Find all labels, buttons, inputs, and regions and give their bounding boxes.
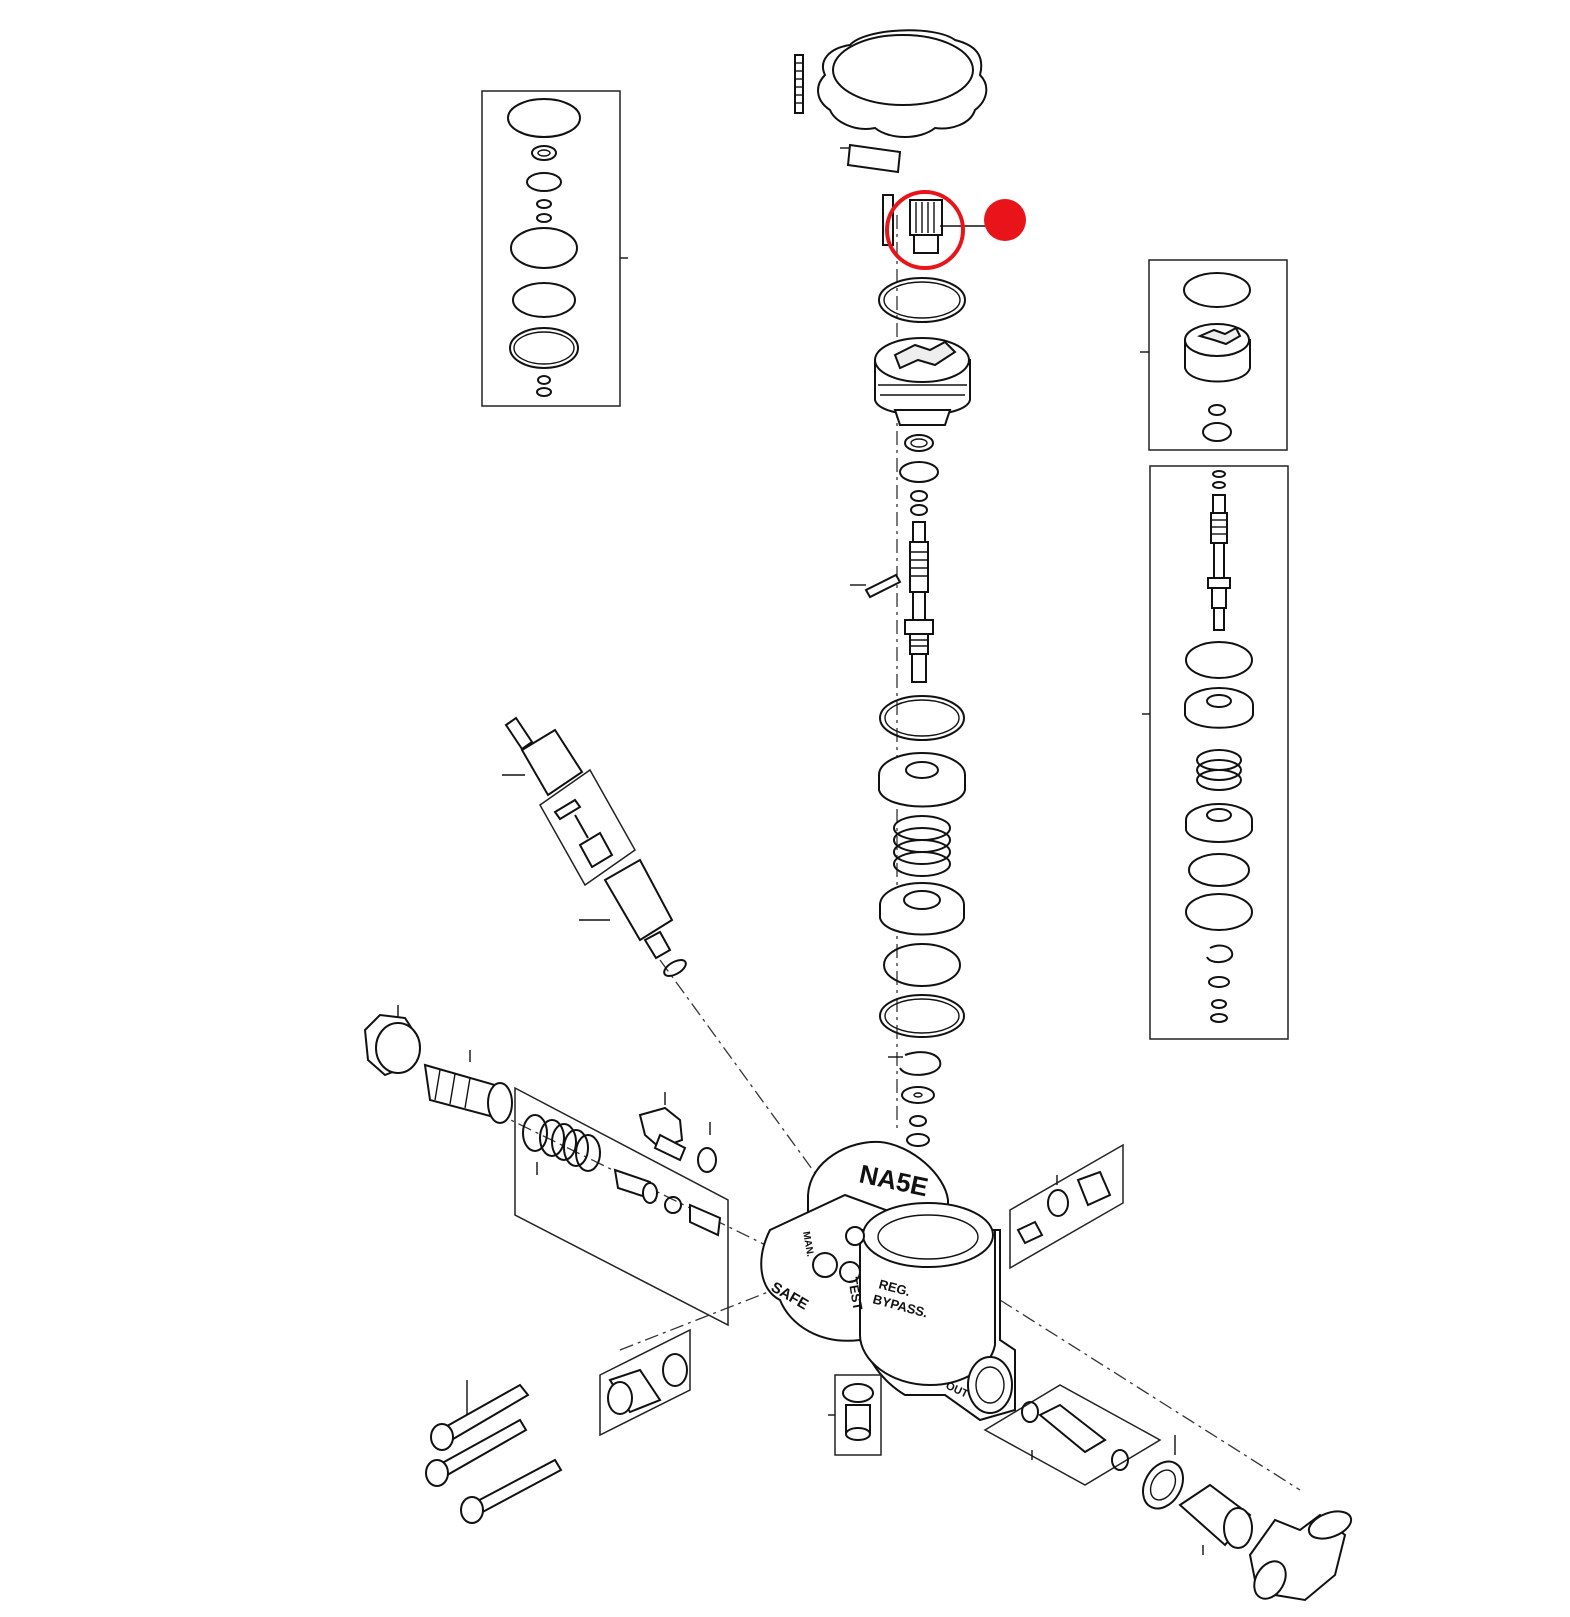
body-man-label: MAN. (800, 1231, 815, 1258)
large-oring-1[interactable] (878, 277, 966, 323)
bypass-kit-box-left (514, 1086, 729, 1327)
cap-knob[interactable] (817, 29, 988, 138)
highlight-dot[interactable] (984, 199, 1026, 241)
highlight-circle (885, 190, 965, 270)
adjuster-spindle[interactable] (909, 199, 985, 254)
injector-assembly[interactable] (502, 716, 688, 979)
body-test-label: TEST (845, 1276, 866, 1311)
plug-kit-box (599, 1328, 691, 1437)
key-block[interactable] (840, 143, 902, 174)
threaded-stud[interactable] (794, 54, 804, 114)
retaining-clip[interactable] (888, 1051, 942, 1076)
valve-seat-lower[interactable] (879, 882, 965, 936)
stem-kit-box-right (1142, 465, 1289, 1040)
valve-bonnet[interactable] (874, 337, 971, 426)
outlet-washer[interactable] (1135, 1435, 1191, 1516)
valve-spring[interactable] (893, 815, 951, 877)
cap-screws[interactable] (425, 1380, 563, 1524)
large-oring-4[interactable] (879, 994, 965, 1038)
large-oring-2[interactable] (879, 695, 965, 741)
small-ring-stack-1[interactable] (899, 434, 939, 516)
seal-kit-box-left (481, 90, 628, 407)
outlet-check-kit-box (983, 1384, 1162, 1486)
side-plug-kit-box (1009, 1143, 1124, 1270)
cross-pin[interactable] (850, 573, 902, 599)
drain-plug-box (828, 1374, 882, 1456)
valve-seat-upper[interactable] (878, 752, 966, 808)
inlet-nut[interactable] (363, 1005, 421, 1077)
outlet-elbow[interactable] (1248, 1506, 1355, 1604)
small-washer-stack[interactable] (901, 1086, 935, 1147)
large-oring-3[interactable] (883, 943, 961, 987)
bonnet-kit-box-right (1140, 259, 1288, 451)
valve-stem[interactable] (904, 521, 934, 683)
outlet-nipple[interactable] (1178, 1483, 1253, 1555)
inlet-hose-barb[interactable] (423, 1050, 513, 1124)
unloader-body[interactable]: NA5E SAFE TEST MAN. REG. BYPASS. OUT (760, 1140, 1016, 1422)
pressure-fitting[interactable] (638, 1092, 717, 1173)
